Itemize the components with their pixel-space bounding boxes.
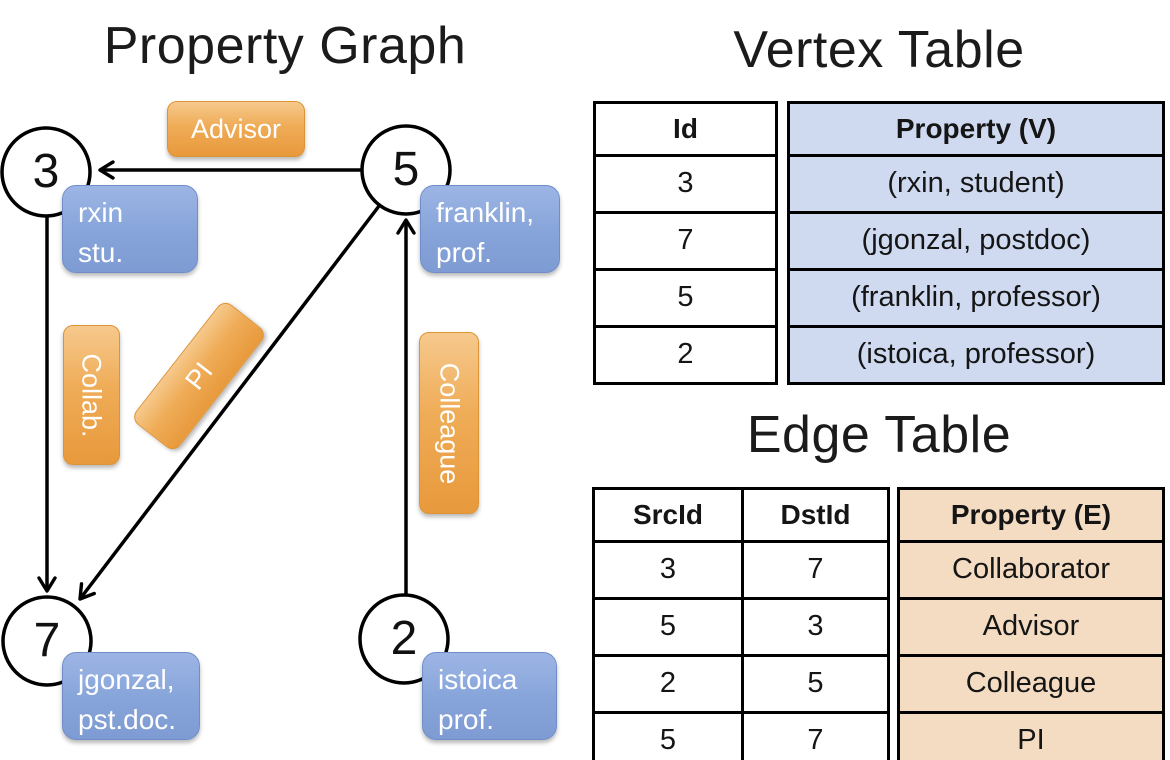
edge-table-row-dstid: 7	[741, 540, 887, 597]
vertex-card-jgonzal-line1: jgonzal,	[78, 664, 175, 695]
vertex-card-jgonzal: jgonzal, pst.doc.	[62, 652, 200, 740]
edge-label-collab: Collab.	[63, 325, 120, 465]
vertex-card-franklin-line1: franklin,	[436, 197, 535, 228]
edge-label-advisor-text: Advisor	[190, 113, 282, 144]
vertex-table-id-column: Id 3 7 5 2	[593, 101, 778, 385]
vertex-card-rxin-line1: rxin	[78, 197, 124, 228]
edge-table: SrcId DstId 3 7 5 3 2 5 5 7 Property (E)…	[592, 487, 1165, 760]
edge-table-row-dstid: 7	[741, 711, 887, 760]
property-graph-title: Property Graph	[103, 17, 467, 75]
edge-table-row-dstid: 5	[741, 654, 887, 711]
edge-table-row-srcid: 5	[595, 711, 741, 760]
vertex-card-jgonzal-line2: pst.doc.	[78, 703, 177, 735]
edge-label-collab-text: Collab.	[77, 352, 108, 438]
vertex-table: Id 3 7 5 2 Property (V) (rxin, student) …	[593, 101, 1165, 385]
vertex-table-row-id: 7	[596, 211, 775, 268]
edge-table-row-property: Colleague	[900, 654, 1162, 711]
edge-label-pi-text: PI	[178, 356, 219, 395]
vertex-card-franklin: franklin, prof.	[420, 185, 560, 273]
vertex-table-title: Vertex Table	[733, 21, 1025, 79]
vertex-card-istoica-line2: prof.	[438, 703, 495, 735]
vertex-table-row-property: (rxin, student)	[790, 154, 1162, 211]
vertex-table-row-id: 3	[596, 154, 775, 211]
node-id-2: 2	[390, 612, 418, 665]
vertex-table-header-property: Property (V)	[895, 113, 1057, 144]
edge-table-property-column: Property (E) Collaborator Advisor Collea…	[897, 487, 1165, 760]
edge-table-header-dstid: DstId	[741, 490, 887, 540]
vertex-table-row-property: (jgonzal, postdoc)	[790, 211, 1162, 268]
vertex-table-row-property: (istoica, professor)	[790, 325, 1162, 382]
edge-table-title: Edge Table	[746, 406, 1012, 464]
edge-table-row-srcid: 3	[595, 540, 741, 597]
edge-table-header-srcid: SrcId	[632, 499, 704, 530]
edge-table-id-columns: SrcId DstId 3 7 5 3 2 5 5 7	[592, 487, 890, 760]
vertex-table-property-column: Property (V) (rxin, student) (jgonzal, p…	[787, 101, 1165, 385]
vertex-card-istoica: istoica prof.	[422, 652, 557, 740]
vertex-card-rxin-line2: stu.	[78, 236, 124, 268]
edge-table-row-dstid: 3	[741, 597, 887, 654]
edge-line-pi-5-to-7	[78, 204, 381, 601]
edge-label-colleague-text: Colleague	[434, 362, 465, 484]
vertex-card-franklin-line2: prof.	[436, 236, 493, 268]
vertex-table-row-id: 2	[596, 325, 775, 382]
edge-table-row-property: Advisor	[900, 597, 1162, 654]
edge-label-advisor: Advisor	[167, 101, 305, 157]
edge-table-row-srcid: 2	[595, 654, 741, 711]
vertex-card-rxin: rxin stu.	[62, 185, 198, 273]
node-id-3: 3	[32, 145, 60, 198]
node-id-5: 5	[392, 143, 420, 196]
vertex-table-header-id: Id	[673, 113, 698, 144]
edge-table-row-srcid: 5	[595, 597, 741, 654]
edge-table-row-property: Collaborator	[900, 540, 1162, 597]
edge-table-header-property: Property (E)	[950, 499, 1112, 530]
edge-label-colleague: Colleague	[419, 332, 479, 514]
vertex-table-row-id: 5	[596, 268, 775, 325]
edge-table-row-property: PI	[900, 711, 1162, 760]
node-id-7: 7	[33, 614, 61, 667]
vertex-card-istoica-line1: istoica	[438, 664, 518, 695]
vertex-table-row-property: (franklin, professor)	[790, 268, 1162, 325]
